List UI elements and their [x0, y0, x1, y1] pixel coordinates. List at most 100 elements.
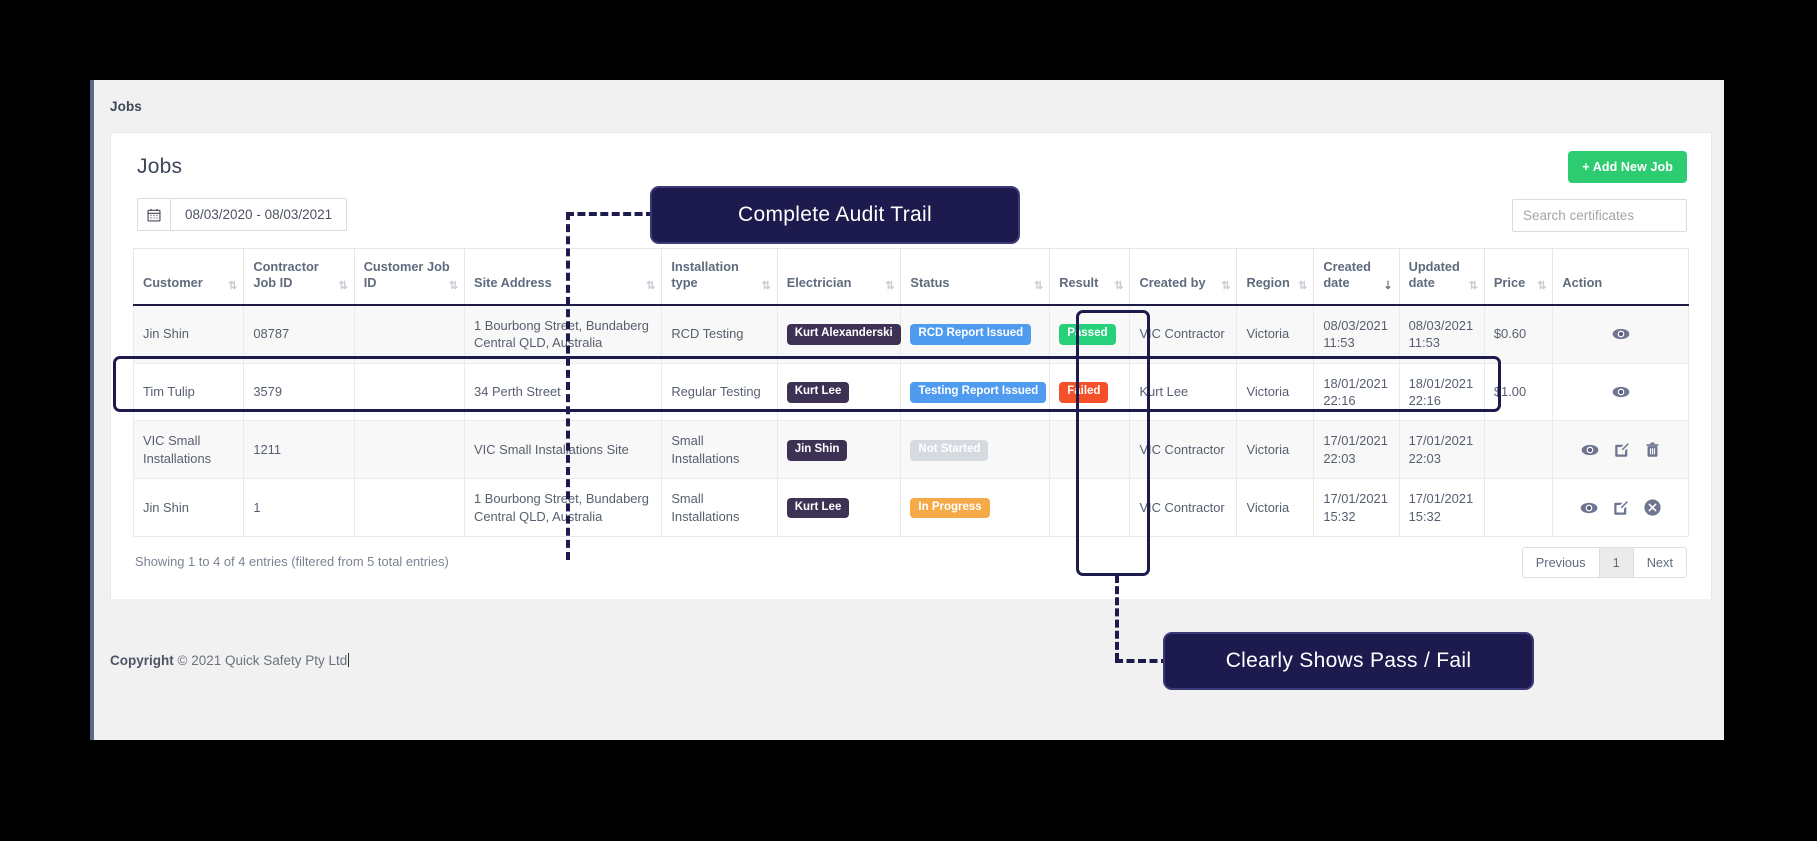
- pagination-next[interactable]: Next: [1633, 548, 1686, 578]
- trash-icon[interactable]: [1644, 441, 1661, 459]
- cell-result: Passed: [1049, 304, 1131, 364]
- eye-icon[interactable]: [1611, 324, 1631, 344]
- cell-contractor-job-id: 1: [243, 478, 355, 538]
- col-customer-job-id[interactable]: Customer Job ID⇅: [353, 247, 466, 306]
- copyright-footer: Copyright © 2021 Quick Safety Pty Ltd: [110, 653, 350, 668]
- text-caret: [348, 653, 350, 667]
- card-header: Jobs: [111, 133, 1711, 248]
- electrician-badge: Kurt Lee: [786, 497, 850, 519]
- cell-created-date: 17/01/2021 22:03: [1313, 420, 1400, 480]
- cancel-circle-icon[interactable]: [1643, 498, 1662, 517]
- col-result[interactable]: Result ⇅: [1049, 247, 1131, 306]
- cell-electrician: Kurt Alexanderski: [776, 304, 902, 364]
- col-action: Action: [1552, 247, 1689, 306]
- annotation-leader-line-audit-vertical: [566, 212, 570, 560]
- highlight-box-row-1: [113, 356, 1501, 412]
- col-status[interactable]: Status⇅: [900, 247, 1051, 306]
- cell-updated-date: 17/01/2021 22:03: [1398, 420, 1485, 480]
- electrician-badge: Kurt Alexanderski: [786, 324, 901, 345]
- sort-both-icon[interactable]: ⇅: [761, 279, 770, 292]
- result-badge: Passed: [1059, 324, 1116, 345]
- sort-both-icon[interactable]: ⇅: [646, 279, 655, 292]
- table-footer: Showing 1 to 4 of 4 entries (filtered fr…: [111, 537, 1711, 599]
- copyright-strong: Copyright: [110, 653, 174, 668]
- breadcrumb[interactable]: Jobs: [110, 99, 142, 114]
- col-label: Created date: [1323, 259, 1371, 291]
- pagination-page-1[interactable]: 1: [1599, 548, 1634, 578]
- annotation-callout-pass-fail: Clearly Shows Pass / Fail: [1163, 632, 1534, 690]
- action-buttons: [1562, 382, 1679, 402]
- pagination: Previous 1 Next: [1521, 547, 1687, 579]
- cell-electrician: Jin Shin: [776, 420, 902, 480]
- annotation-leader-line-passfail-vertical: [1115, 575, 1119, 661]
- eye-icon[interactable]: [1579, 498, 1599, 518]
- cell-customer: VIC Small Installations: [132, 420, 245, 480]
- cell-status: Not Started: [900, 420, 1051, 480]
- add-new-job-button[interactable]: + Add New Job: [1568, 151, 1687, 183]
- page-title: Jobs: [137, 155, 183, 178]
- sort-both-icon[interactable]: ⇅: [338, 279, 347, 292]
- eye-icon[interactable]: [1580, 440, 1600, 460]
- col-label: Result: [1059, 275, 1099, 291]
- edit-icon[interactable]: [1613, 441, 1631, 459]
- col-contractor-job-id[interactable]: Contractor Job ID⇅: [243, 247, 355, 306]
- cell-installation-type: Small Installations: [661, 420, 778, 480]
- col-region[interactable]: Region⇅: [1236, 247, 1315, 306]
- sort-both-icon[interactable]: ⇅: [448, 279, 458, 292]
- col-electrician[interactable]: Electrician ⇅: [776, 247, 902, 306]
- status-badge: RCD Report Issued: [910, 324, 1032, 345]
- cell-price: [1483, 420, 1554, 480]
- sort-both-icon[interactable]: ⇅: [228, 279, 237, 292]
- cell-electrician: Kurt Lee: [776, 478, 902, 538]
- col-updated-date[interactable]: Updated date⇅: [1398, 247, 1485, 306]
- cell-installation-type: Small Installations: [661, 478, 778, 538]
- table-header: Customer⇅ Contractor Job ID⇅ Customer Jo…: [132, 247, 1689, 306]
- search-input[interactable]: [1512, 199, 1687, 232]
- sort-both-icon[interactable]: ⇅: [1537, 279, 1546, 292]
- eye-icon[interactable]: [1611, 382, 1631, 402]
- cell-status: RCD Report Issued: [900, 304, 1051, 364]
- edit-icon[interactable]: [1612, 499, 1630, 517]
- cell-customer-job-id: [353, 478, 466, 538]
- date-range-picker[interactable]: 08/03/2020 - 08/03/2021: [137, 198, 348, 231]
- col-label: Installation type: [671, 259, 739, 291]
- cell-customer-job-id: [353, 304, 466, 364]
- cell-customer: Jin Shin: [132, 478, 245, 538]
- sort-both-icon[interactable]: ⇅: [1114, 279, 1123, 292]
- sort-both-icon[interactable]: ⇅: [1298, 279, 1307, 292]
- table-header-row: Customer⇅ Contractor Job ID⇅ Customer Jo…: [132, 247, 1689, 306]
- sort-both-icon[interactable]: ⇅: [885, 279, 894, 292]
- cell-created-date: 08/03/2021 11:53: [1313, 304, 1400, 364]
- annotation-leader-line-passfail-horizontal: [1115, 659, 1169, 663]
- cell-site-address: 1 Bourbong Street, Bundaberg Central QLD…: [464, 478, 663, 538]
- copyright-rest: © 2021 Quick Safety Pty Ltd: [173, 653, 348, 668]
- cell-site-address: VIC Small Installations Site: [464, 420, 663, 480]
- sort-both-icon[interactable]: ⇅: [1034, 279, 1043, 292]
- action-buttons: [1562, 440, 1679, 460]
- col-label: Action: [1562, 275, 1603, 291]
- sort-desc-icon[interactable]: ⇣: [1383, 279, 1392, 292]
- annotation-callout-audit-trail: Complete Audit Trail: [650, 186, 1020, 244]
- col-site-address[interactable]: Site Address ⇅: [464, 247, 663, 306]
- col-price[interactable]: Price⇅: [1483, 247, 1554, 306]
- col-customer[interactable]: Customer⇅: [132, 247, 245, 306]
- cell-status: In Progress: [900, 478, 1051, 538]
- cell-action: [1552, 304, 1689, 364]
- date-range-value: 08/03/2020 - 08/03/2021: [185, 207, 333, 222]
- col-created-date[interactable]: Created date ⇣: [1313, 247, 1400, 306]
- sort-both-icon[interactable]: ⇅: [1468, 279, 1478, 292]
- breadcrumb-bar: Jobs: [94, 80, 1724, 132]
- calendar-icon: [138, 199, 171, 230]
- pagination-previous[interactable]: Previous: [1522, 548, 1600, 578]
- col-created-by[interactable]: Created by⇅: [1129, 247, 1238, 306]
- col-installation-type[interactable]: Installation type ⇅: [661, 247, 778, 306]
- sort-both-icon[interactable]: ⇅: [1221, 279, 1230, 292]
- col-label: Electrician: [786, 275, 852, 291]
- col-label: Site Address: [474, 275, 552, 291]
- cell-updated-date: 17/01/2021 15:32: [1398, 478, 1485, 538]
